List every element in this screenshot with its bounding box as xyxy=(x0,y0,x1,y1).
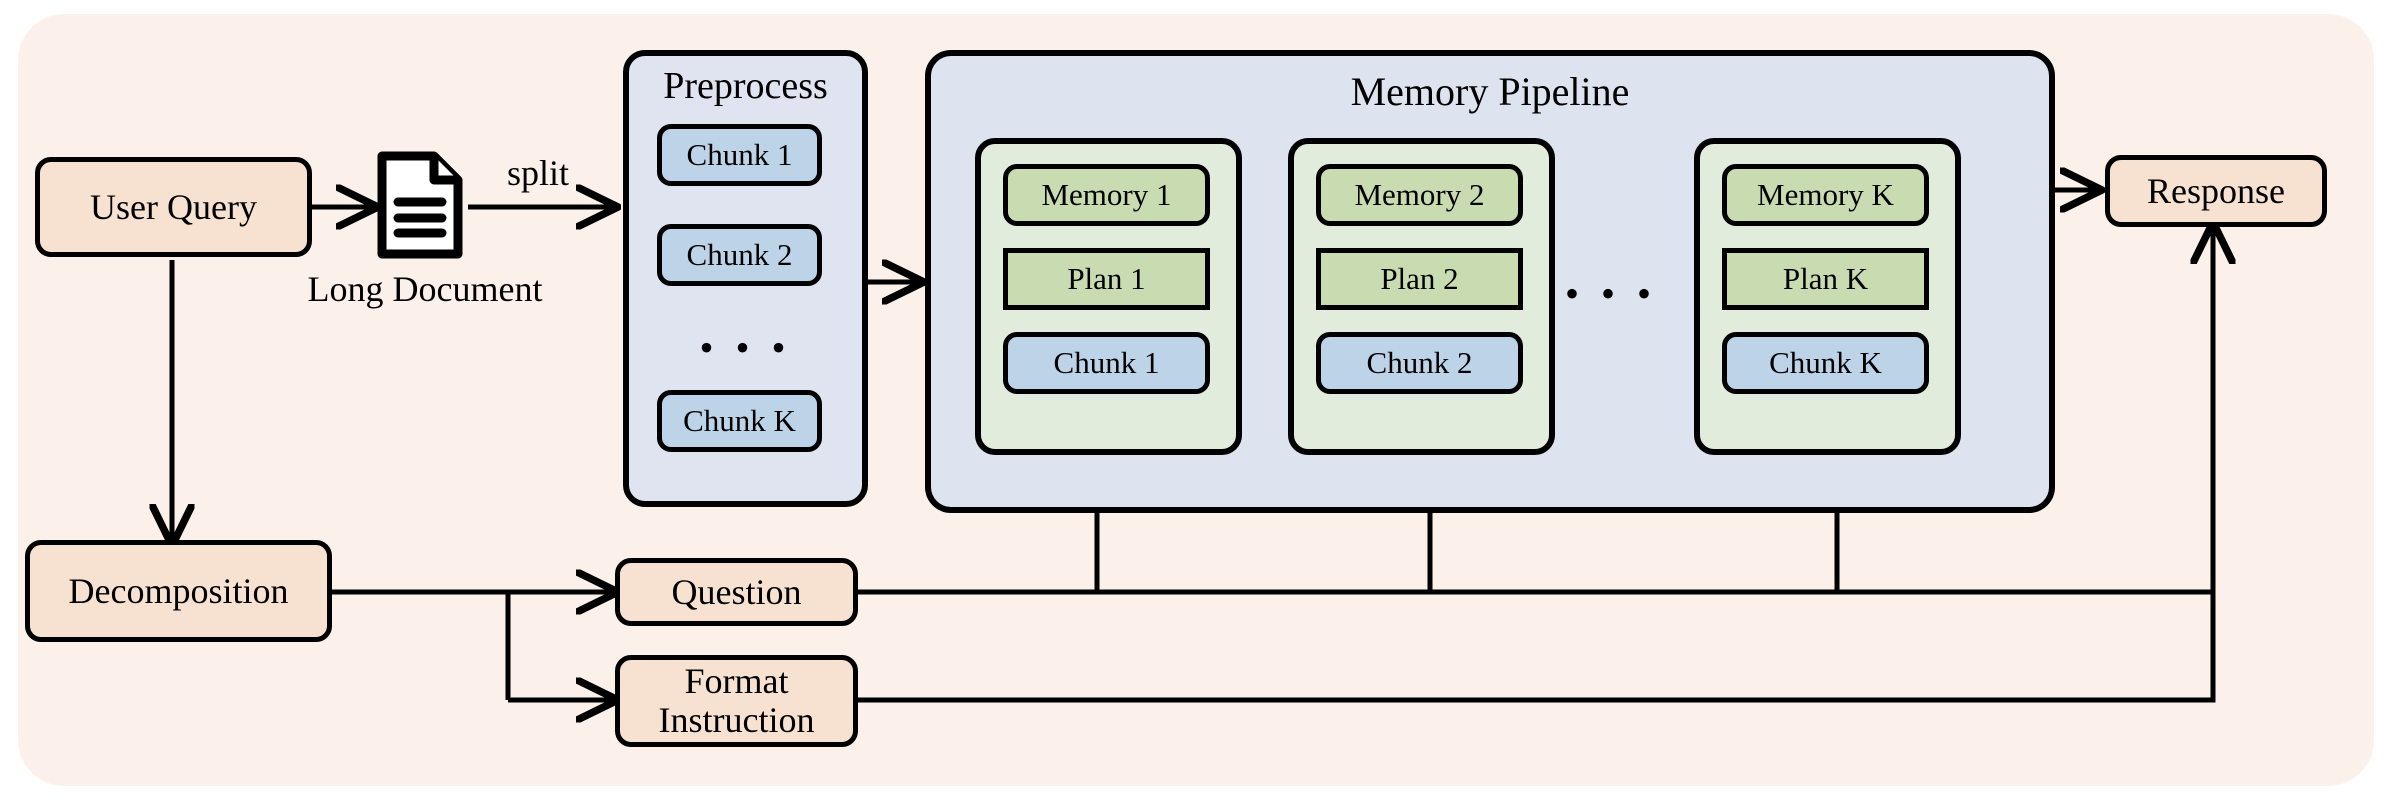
stage-k-memory-label: Memory K xyxy=(1757,177,1894,213)
question-label: Question xyxy=(671,571,802,612)
stage-2-memory-label: Memory 2 xyxy=(1354,177,1485,213)
user-query-label: User Query xyxy=(90,186,257,227)
stage-1-chunk[interactable]: Chunk 1 xyxy=(1003,332,1210,394)
memory-pipeline-title: Memory Pipeline xyxy=(1350,69,1630,114)
stage-2-memory[interactable]: Memory 2 xyxy=(1316,164,1523,226)
preprocess-chunk-2-label: Chunk 2 xyxy=(686,237,793,273)
node-format-instruction[interactable]: Format Instruction xyxy=(615,655,858,747)
pipeline-stage-1: Memory 1 Plan 1 Chunk 1 xyxy=(975,138,1242,455)
panel-memory-pipeline: Memory Pipeline Memory 1 Plan 1 Chunk 1 … xyxy=(925,50,2055,513)
stage-1-plan-label: Plan 1 xyxy=(1067,261,1146,297)
preprocess-chunk-2[interactable]: Chunk 2 xyxy=(657,224,822,286)
decomposition-label: Decomposition xyxy=(68,570,289,611)
document-icon xyxy=(376,150,464,260)
node-user-query[interactable]: User Query xyxy=(35,157,312,257)
stage-2-plan[interactable]: Plan 2 xyxy=(1316,248,1523,310)
stage-k-plan[interactable]: Plan K xyxy=(1722,248,1929,310)
stage-k-chunk[interactable]: Chunk K xyxy=(1722,332,1929,394)
preprocess-chunk-1[interactable]: Chunk 1 xyxy=(657,124,822,186)
preprocess-chunk-k-label: Chunk K xyxy=(683,403,796,439)
stage-2-chunk[interactable]: Chunk 2 xyxy=(1316,332,1523,394)
format-instruction-line1: Format xyxy=(684,661,789,702)
response-label: Response xyxy=(2147,170,2285,211)
stage-2-chunk-label: Chunk 2 xyxy=(1366,345,1473,381)
pipeline-stage-2: Memory 2 Plan 2 Chunk 2 xyxy=(1288,138,1555,455)
stage-2-plan-label: Plan 2 xyxy=(1380,261,1459,297)
node-question[interactable]: Question xyxy=(615,558,858,626)
long-document-caption: Long Document xyxy=(307,269,543,309)
stage-k-plan-label: Plan K xyxy=(1782,261,1869,297)
stage-1-memory[interactable]: Memory 1 xyxy=(1003,164,1210,226)
panel-preprocess: Preprocess Chunk 1 Chunk 2 • • • Chunk K xyxy=(623,50,868,507)
preprocess-ellipsis: • • • xyxy=(699,325,792,370)
node-response[interactable]: Response xyxy=(2105,155,2327,227)
stage-1-memory-label: Memory 1 xyxy=(1041,177,1172,213)
preprocess-chunk-k[interactable]: Chunk K xyxy=(657,390,822,452)
split-edge-label: split xyxy=(506,153,569,193)
preprocess-chunk-1-label: Chunk 1 xyxy=(686,137,793,173)
stage-1-chunk-label: Chunk 1 xyxy=(1053,345,1160,381)
stage-k-chunk-label: Chunk K xyxy=(1769,345,1882,381)
node-decomposition[interactable]: Decomposition xyxy=(25,540,332,642)
stage-1-plan[interactable]: Plan 1 xyxy=(1003,248,1210,310)
memory-pipeline-ellipsis: • • • xyxy=(1565,271,1658,316)
wire-format-to-response xyxy=(858,228,2213,703)
pipeline-stage-k: Memory K Plan K Chunk K xyxy=(1694,138,1961,455)
format-instruction-line2: Instruction xyxy=(658,700,815,740)
stage-k-memory[interactable]: Memory K xyxy=(1722,164,1929,226)
preprocess-title: Preprocess xyxy=(663,65,828,107)
